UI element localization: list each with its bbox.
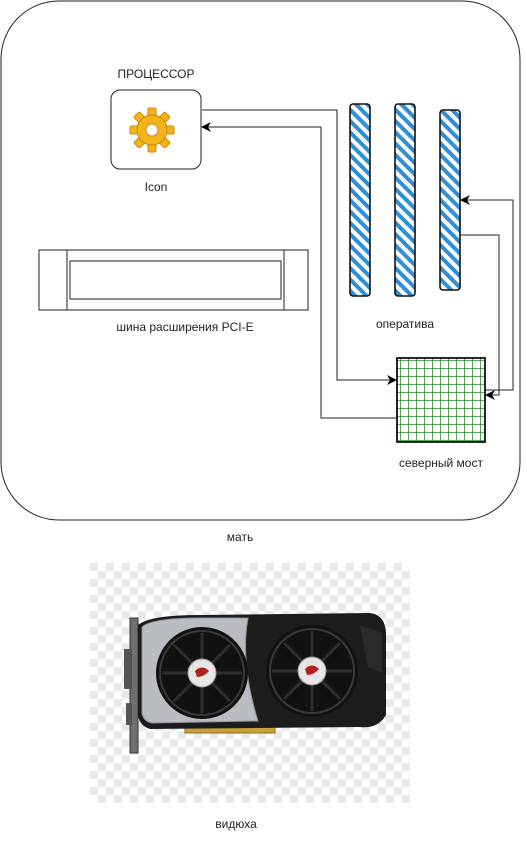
gpu-image[interactable] — [90, 563, 410, 803]
ram-label: оператива — [375, 317, 435, 331]
ram-stick-2[interactable] — [394, 103, 416, 297]
pci-slot[interactable] — [38, 249, 309, 311]
gpu-label: видюха — [215, 817, 257, 831]
ram-stick-3[interactable] — [439, 109, 461, 291]
northbridge-chip[interactable] — [396, 357, 486, 443]
connector-ram-to-northbridge — [460, 234, 500, 400]
cpu-icon-label: Icon — [144, 180, 168, 194]
ram-modules[interactable] — [349, 103, 461, 297]
motherboard-label: мать — [226, 530, 254, 544]
graphics-card-illustration — [90, 563, 410, 803]
connector-cpu-to-northbridge — [202, 109, 397, 385]
connectors — [201, 109, 514, 419]
ram-stick-1[interactable] — [349, 103, 371, 297]
northbridge-label: северный мост — [399, 456, 483, 470]
connector-northbridge-to-cpu — [201, 122, 397, 419]
gear-icon — [129, 107, 175, 153]
pci-label: шина расширения PCI-E — [116, 320, 254, 334]
cpu-title: ПРОЦЕССОР — [117, 67, 195, 81]
